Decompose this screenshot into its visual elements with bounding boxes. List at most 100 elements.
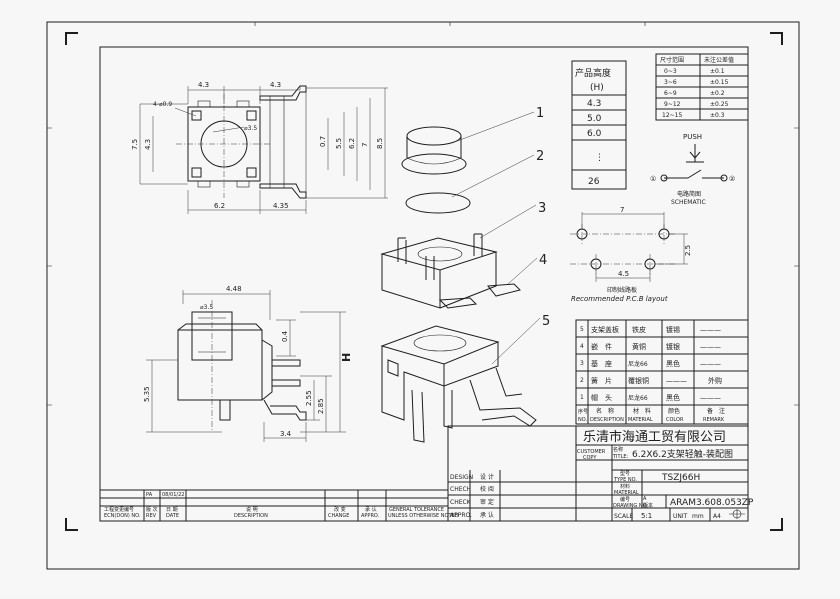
dim-285: 2.85: [317, 398, 325, 414]
svg-text:DRAWING NO.: DRAWING NO.: [613, 503, 648, 509]
tol-value-1: ±0.1: [710, 68, 725, 75]
bom-row-5: 5 支架盖板 铁皮 镀锡 ———: [580, 325, 721, 334]
bom-row-3: 3 基 座 尼龙66 黑色 ———: [580, 359, 721, 368]
svg-text:版本: 版本: [643, 502, 653, 509]
svg-text:序号: 序号: [578, 408, 588, 415]
pcb-dim-width: 7: [620, 206, 624, 214]
projection-symbol-icon: [729, 509, 745, 519]
svg-text:NO.: NO.: [578, 417, 587, 423]
svg-text:4: 4: [580, 343, 584, 350]
svg-text:尼龙66: 尼龙66: [628, 394, 648, 402]
svg-text:CHECH: CHECH: [450, 486, 471, 493]
tol-range-1: 0~3: [664, 68, 677, 75]
dim-55: 5.5: [335, 138, 343, 149]
svg-text:MATERIAL: MATERIAL: [614, 490, 639, 496]
pcb-dim-pitch: 4.5: [618, 270, 629, 278]
svg-text:TITLE:: TITLE:: [612, 454, 629, 460]
tol-value-5: ±0.3: [710, 112, 725, 119]
svg-text:CHANGE: CHANGE: [328, 513, 349, 519]
svg-text:———: ———: [700, 343, 721, 351]
svg-text:黑色: 黑色: [666, 393, 680, 402]
height-table-subheader: (H): [590, 83, 604, 93]
tol-value-2: ±0.15: [710, 79, 729, 86]
drawing-number: ARAM3.608.053ZP: [670, 498, 754, 508]
dim-34: 3.4: [280, 430, 292, 438]
part-base: [380, 233, 521, 309]
svg-text:———: ———: [700, 394, 721, 402]
svg-text:———: ———: [700, 360, 721, 368]
svg-text:A: A: [643, 496, 647, 502]
svg-text:日 期: 日 期: [166, 507, 178, 513]
part-cap: [401, 126, 467, 175]
svg-text:支架盖板: 支架盖板: [591, 325, 619, 334]
hole-note: 4-⌀0.9: [153, 101, 172, 108]
svg-text:黑色: 黑色: [666, 359, 680, 368]
pcb-layout: 7 2.5 4.5 印制线路板 Recommended P.C.B layout: [570, 206, 692, 303]
part-bracket: [380, 325, 537, 443]
scale-value: 5:1: [641, 512, 652, 520]
svg-text:———: ———: [700, 326, 721, 334]
svg-text:承 认: 承 认: [480, 511, 494, 519]
balloon-3: 3: [538, 201, 546, 216]
dim-top-left: 4.3: [198, 81, 209, 89]
svg-text:黄铜: 黄铜: [632, 342, 646, 351]
svg-text:铁皮: 铁皮: [632, 325, 646, 334]
balloon-5: 5: [542, 314, 550, 329]
part-dome: [405, 192, 471, 214]
outer-frame: [46, 21, 800, 570]
svg-text:3: 3: [580, 360, 584, 367]
svg-text:A4: A4: [713, 513, 721, 520]
svg-text:DESCRIPTION: DESCRIPTION: [234, 513, 268, 519]
dim-448: 4.48: [226, 285, 242, 293]
svg-text:覆银铜: 覆银铜: [628, 376, 649, 385]
height-value-1: 4.3: [587, 99, 601, 109]
svg-text:尼龙66: 尼龙66: [628, 360, 648, 368]
exploded-view: 1 2 3 4 5: [380, 106, 550, 443]
corner-mark-bl: [65, 518, 78, 531]
tol-range-3: 6~9: [664, 90, 677, 97]
svg-text:REV: REV: [146, 513, 157, 519]
svg-text:材 料: 材 料: [633, 407, 651, 415]
height-value-3: 6.0: [587, 129, 602, 139]
svg-text:SCALE: SCALE: [614, 513, 633, 520]
tol-range-4: 9~12: [664, 101, 681, 108]
svg-text:颜色: 颜色: [668, 407, 680, 415]
drawing-title: 6.2X6.2支架轻触-装配图: [632, 448, 733, 460]
svg-text:5: 5: [580, 326, 584, 333]
dim-62-vertical: 6.2: [348, 138, 356, 149]
pcb-label-en: Recommended P.C.B layout: [571, 295, 668, 303]
tolerance-table: 尺寸范围 未注公差值 0~3 ±0.1 3~6 ±0.15 6~9 ±0.2 9…: [655, 53, 749, 121]
svg-text:REMARK: REMARK: [703, 417, 725, 423]
schematic: PUSH ① ② 电路简图 SCHEMATIC: [650, 133, 735, 206]
svg-text:嵌 件: 嵌 件: [591, 342, 612, 351]
svg-text:备 注: 备 注: [707, 407, 725, 415]
svg-text:镀银: 镀银: [666, 342, 680, 351]
svg-text:ECN(DON) NO.: ECN(DON) NO.: [104, 513, 141, 519]
svg-text:TYPE NO.: TYPE NO.: [613, 477, 637, 483]
svg-text:DESCRIPTION: DESCRIPTION: [590, 417, 624, 423]
svg-text:名 称: 名 称: [596, 407, 614, 415]
schematic-push-label: PUSH: [683, 133, 702, 141]
height-value-4: 26: [588, 177, 600, 187]
svg-text:簧 片: 簧 片: [591, 376, 612, 385]
svg-text:mm: mm: [692, 513, 704, 520]
svg-text:型号: 型号: [620, 470, 630, 477]
bom-header: 序号 名 称 材 料 颜色 备 注 NO. DESCRIPTION MATERI…: [578, 407, 725, 423]
corner-mark-tr: [770, 32, 783, 45]
bom-table: 5 支架盖板 铁皮 镀锡 ——— 4 嵌 件 黄铜 镀银 ——— 3 基 座 尼…: [575, 319, 749, 425]
svg-text:UNLESS OTHERWISE NOTED: UNLESS OTHERWISE NOTED: [388, 513, 459, 519]
dim-435: 4.35: [273, 202, 289, 210]
svg-text:审 定: 审 定: [480, 498, 494, 506]
svg-text:DATE: DATE: [166, 513, 179, 519]
pcb-dim-height: 2.5: [684, 245, 692, 256]
tol-value-4: ±0.25: [710, 101, 729, 108]
side-view-cap: [191, 311, 233, 361]
svg-text:校 阅: 校 阅: [480, 485, 494, 493]
svg-text:工程变更编号: 工程变更编号: [104, 506, 134, 513]
svg-text:名称: 名称: [613, 446, 623, 453]
svg-text:说 明: 说 明: [246, 506, 258, 513]
tol-header-value: 未注公差值: [704, 56, 734, 64]
height-value-2: 5.0: [587, 114, 602, 124]
svg-text:DESIGN: DESIGN: [450, 474, 473, 481]
